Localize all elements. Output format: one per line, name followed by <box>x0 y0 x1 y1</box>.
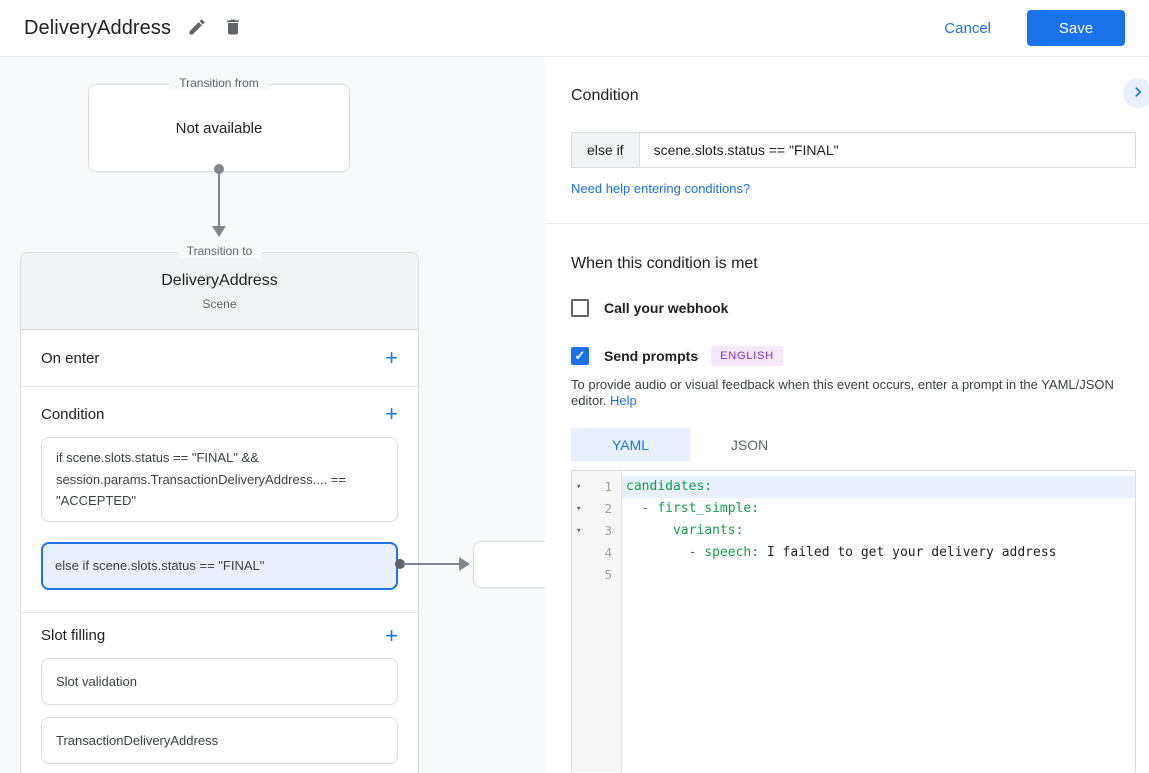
transition-from-label: Transition from <box>169 76 269 90</box>
code-segment <box>626 523 673 538</box>
prompts-help-link[interactable]: Help <box>610 393 637 408</box>
fold-arrow-icon[interactable]: ▾ <box>576 504 582 514</box>
condition-help-link[interactable]: Need help entering conditions? <box>571 181 751 196</box>
prompts-description: To provide audio or visual feedback when… <box>571 377 1136 409</box>
fold-arrow-icon[interactable]: ▾ <box>576 526 582 536</box>
slot-validation-box[interactable]: Slot validation <box>41 657 398 705</box>
code-segment: I failed to get your delivery address <box>759 545 1057 560</box>
trash-icon <box>223 17 243 40</box>
transition-to-label: Transition to <box>176 244 263 258</box>
collapse-panel-button[interactable] <box>1123 78 1149 108</box>
chevron-right-icon <box>1128 82 1148 105</box>
line-number: 2 <box>604 501 612 516</box>
call-webhook-label: Call your webhook <box>604 300 729 316</box>
line-number: 1 <box>604 479 612 494</box>
code-segment <box>626 501 642 516</box>
gutter-row: ▾3 <box>572 520 621 542</box>
scene-card-header[interactable]: DeliveryAddress Scene <box>21 253 418 330</box>
checkmark-icon: ✓ <box>574 348 586 363</box>
gutter-row: 5 <box>572 564 621 586</box>
editor-tabs: YAML JSON <box>571 428 1136 461</box>
scene-type: Scene <box>202 296 237 311</box>
line-number: 3 <box>604 523 612 538</box>
code-segment: - <box>688 545 705 560</box>
code-line[interactable]: - speech: I failed to get your delivery … <box>622 542 1135 564</box>
pencil-icon <box>187 17 207 40</box>
save-button[interactable]: Save <box>1027 10 1125 46</box>
code-segment: variants: <box>672 523 744 538</box>
fold-arrow-icon[interactable]: ▾ <box>576 482 582 492</box>
connector-line <box>218 171 220 227</box>
scene-name: DeliveryAddress <box>161 271 278 289</box>
condition-prefix: else if <box>572 133 640 167</box>
else-if-connector-arrowhead <box>459 557 470 571</box>
else-if-connector-dot <box>395 559 405 569</box>
gutter-row: 4 <box>572 542 621 564</box>
when-met-title: When this condition is met <box>571 255 758 272</box>
prompts-description-text: To provide audio or visual feedback when… <box>571 377 1114 408</box>
code-segment: speech: <box>704 545 760 560</box>
code-segment: candidates: <box>626 479 713 494</box>
slot-transaction-box[interactable]: TransactionDeliveryAddress <box>41 716 398 764</box>
transition-from-box[interactable]: Transition from Not available <box>88 76 350 172</box>
top-bar: DeliveryAddress Cancel Save <box>0 0 1149 57</box>
scene-diagram-canvas: Transition from Not available Transition… <box>0 57 545 773</box>
line-number: 5 <box>604 567 612 582</box>
code-line[interactable]: - first_simple: <box>622 498 1135 520</box>
condition-section: Condition + if scene.slots.status == "FI… <box>21 387 418 613</box>
code-line[interactable]: variants: <box>622 520 1135 542</box>
panel-divider <box>545 223 1149 224</box>
code-segment: - <box>641 501 658 516</box>
edit-title-button[interactable] <box>179 10 215 46</box>
line-number: 4 <box>604 545 612 560</box>
connector-arrowhead <box>212 226 226 237</box>
on-enter-section: On enter + <box>21 330 418 387</box>
editor-code[interactable]: candidates: - first_simple: variants: - … <box>622 471 1135 772</box>
transition-to-card: Transition to DeliveryAddress Scene On e… <box>20 244 419 773</box>
code-line[interactable]: candidates: <box>622 476 1135 498</box>
slot-filling-label: Slot filling <box>41 627 106 644</box>
code-segment: first_simple: <box>657 501 760 516</box>
add-on-enter-button[interactable]: + <box>385 345 398 370</box>
add-slot-button[interactable]: + <box>385 622 398 648</box>
gutter-row: ▾1 <box>572 476 621 498</box>
language-badge: ENGLISH <box>711 346 784 366</box>
add-condition-button[interactable]: + <box>385 401 398 426</box>
on-enter-label: On enter <box>41 349 100 367</box>
page-title: DeliveryAddress <box>24 16 172 39</box>
else-if-connector-line <box>403 563 459 565</box>
condition-detail-panel: Condition else if scene.slots.status == … <box>545 57 1149 773</box>
send-prompts-checkbox[interactable]: ✓ <box>571 347 589 365</box>
call-webhook-checkbox[interactable] <box>571 299 589 317</box>
condition-else-if-box[interactable]: else if scene.slots.status == "FINAL" <box>41 541 398 590</box>
transition-target-box[interactable] <box>473 541 545 588</box>
panel-condition-title: Condition <box>571 87 639 104</box>
code-segment <box>626 545 689 560</box>
condition-expression-field[interactable]: else if scene.slots.status == "FINAL" <box>571 132 1136 168</box>
tab-json[interactable]: JSON <box>690 428 809 461</box>
send-prompts-label: Send prompts <box>604 348 699 364</box>
transition-from-value: Not available <box>175 119 263 137</box>
connector-dot <box>214 164 224 174</box>
code-line[interactable] <box>622 564 1135 586</box>
cancel-button[interactable]: Cancel <box>928 12 1007 45</box>
tab-yaml[interactable]: YAML <box>571 428 690 461</box>
slot-filling-section: Slot filling + Slot validation Transacti… <box>21 613 418 773</box>
gutter-row: ▾2 <box>572 498 621 520</box>
condition-expression-value[interactable]: scene.slots.status == "FINAL" <box>653 142 839 158</box>
condition-if-box[interactable]: if scene.slots.status == "FINAL" && sess… <box>41 437 398 522</box>
condition-section-label: Condition <box>41 405 105 423</box>
delete-scene-button[interactable] <box>215 10 251 46</box>
